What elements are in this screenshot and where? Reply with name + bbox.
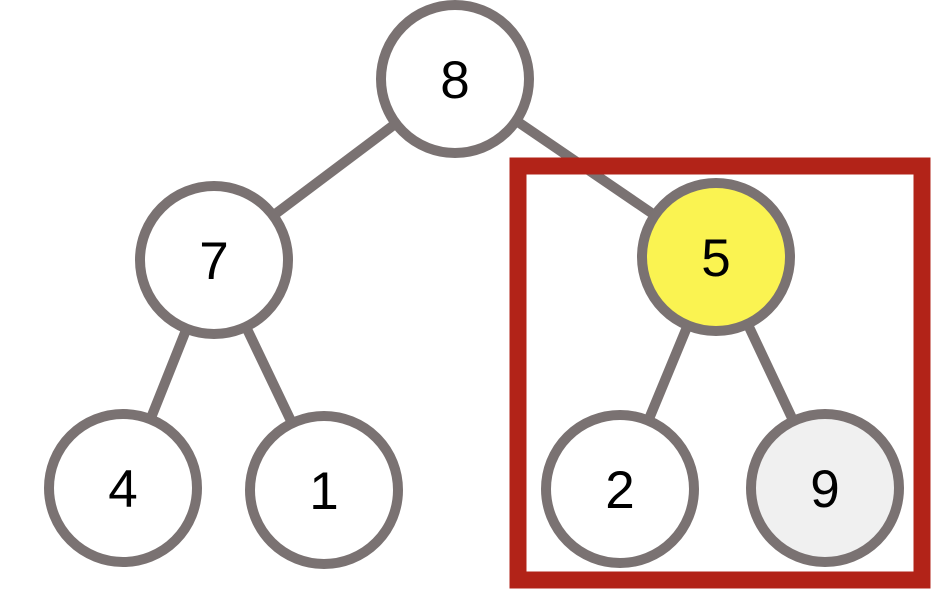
node-4-label: 4	[108, 460, 137, 519]
tree-node-7: 7	[135, 181, 293, 339]
node-1-circle	[245, 411, 403, 569]
node-5-circle	[637, 178, 795, 336]
node-2-circle	[541, 410, 699, 568]
node-7-label: 7	[199, 232, 228, 291]
node-1-label: 1	[309, 462, 338, 521]
tree-node-1: 1	[245, 411, 403, 569]
subtree-highlight-box	[509, 157, 931, 589]
node-9-circle	[746, 409, 904, 567]
node-8-label: 8	[440, 51, 469, 110]
node-4-circle	[44, 409, 202, 567]
tree-nodes: 8 7 5 4 1 2 9	[44, 0, 904, 569]
node-9-label: 9	[810, 460, 839, 519]
tree-node-5: 5	[637, 178, 795, 336]
tree-node-9: 9	[746, 409, 904, 567]
tree-node-2: 2	[541, 410, 699, 568]
tree-node-4: 4	[44, 409, 202, 567]
tree-node-8: 8	[376, 0, 534, 158]
node-2-label: 2	[605, 461, 634, 520]
node-7-circle	[135, 181, 293, 339]
node-8-circle	[376, 0, 534, 158]
node-5-label: 5	[701, 229, 730, 288]
